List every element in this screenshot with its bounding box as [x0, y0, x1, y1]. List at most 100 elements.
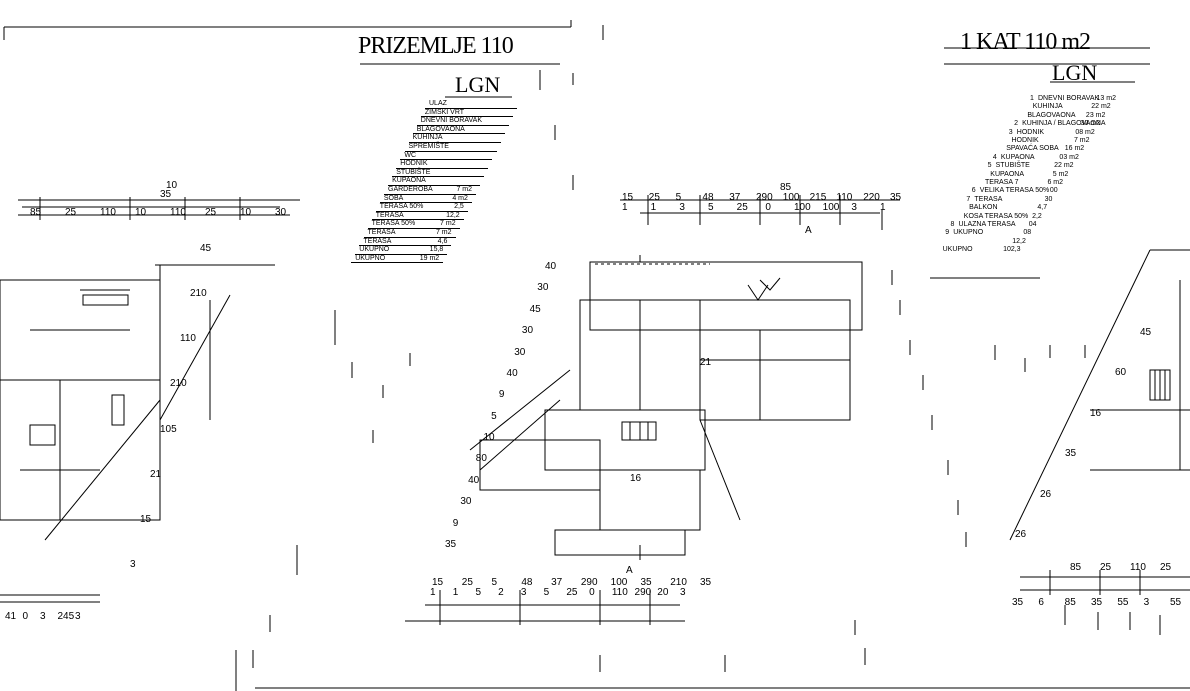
dimension-label: 40 — [506, 367, 518, 379]
dimension-label: 9 — [452, 517, 459, 529]
dimension-label: 55 — [1117, 597, 1129, 608]
dimension-label: 15 — [432, 577, 444, 588]
dimension-label: 16 — [630, 473, 642, 484]
section-mark: A — [805, 225, 812, 236]
room-table-right-row: BLAGOVAONA 23 m2 — [1019, 112, 1105, 119]
dimension-label: 1 — [622, 202, 628, 213]
room-name: TERASA 50% — [379, 203, 424, 211]
room-name: UKUPNO — [355, 254, 386, 262]
dimension-label: 3 — [680, 587, 686, 598]
room-area: 23 m2 — [1085, 111, 1106, 119]
room-name: STUBIŠTE — [995, 162, 1030, 170]
room-name: HODNIK — [1016, 128, 1045, 136]
room-name: UKUPNO — [953, 229, 984, 237]
room-name: ULAZNA TERASA — [958, 221, 1016, 228]
dimension-label: 3 — [130, 559, 136, 570]
room-table-center-row: WC — [400, 152, 493, 161]
room-area: 30 — [1044, 195, 1053, 203]
room-area: 4,6 — [437, 237, 448, 245]
room-name: TERASA — [375, 211, 404, 219]
room-area: 03 m2 — [1059, 153, 1079, 161]
room-name: SOBA — [383, 194, 404, 202]
dimension-label: 30 — [514, 346, 526, 358]
dimension-label: 1 — [430, 587, 436, 598]
dimension-label: 25 — [1100, 562, 1112, 573]
room-name: ULAZ — [429, 100, 447, 107]
room-number: 5 — [987, 162, 992, 170]
dimension-label: 37 — [729, 192, 741, 203]
dimension-label: 100 — [610, 577, 628, 588]
dimension-label: 290 — [580, 577, 598, 588]
room-name: TERASA — [974, 195, 1003, 203]
room-area: 7 m2 — [435, 229, 452, 236]
dimension-label: 20 — [657, 587, 669, 598]
dimension-label: 48 — [521, 577, 533, 588]
room-table-center-row: TERASA 7 m2 — [363, 229, 456, 238]
right-plan-title: 1 KAT 110 m2 — [960, 29, 1091, 55]
room-name: BLAGOVAONA — [1027, 111, 1076, 119]
room-name: STUBIŠTE — [396, 168, 431, 176]
dimension-label: 1 — [880, 202, 886, 213]
room-name: KUPAONA — [990, 170, 1025, 178]
dimension-label: 290 — [756, 192, 773, 203]
dimension-label: 25 — [205, 207, 217, 218]
dimension-label: 26 — [1040, 488, 1052, 500]
room-area: 102,3 — [1003, 246, 1021, 254]
room-table-center-row: TERASA 50%7 m2 — [367, 220, 460, 229]
room-name: GARDEROBA — [388, 186, 433, 193]
room-table-right-row: BALKON 4,7 — [961, 204, 1047, 211]
room-name: UKUPNO — [359, 246, 390, 254]
room-name: TERASA — [367, 229, 396, 236]
dimension-label: 40 — [468, 474, 480, 486]
room-name: KUHINJA — [412, 134, 443, 142]
dimension-label: 110 — [1130, 562, 1146, 573]
room-area: 12,2 — [1012, 237, 1026, 245]
dimension-label: 10 — [135, 207, 147, 218]
room-area: 08 m2 — [1075, 128, 1095, 136]
room-name: KOSA TERASA 50% — [963, 212, 1029, 220]
room-name: TERASA 7 — [985, 179, 1019, 186]
room-area: 15,8 — [429, 246, 444, 254]
dimension-label: 110 — [170, 207, 186, 218]
room-name: VELIKA TERASA 50% — [979, 187, 1050, 195]
dimension-label: 85 — [1064, 597, 1076, 608]
room-table-center-row: BLAGOVAONA — [412, 126, 505, 135]
room-number: 7 — [966, 195, 971, 203]
room-table-center-row: ULAZ — [425, 100, 517, 109]
dimension-label: 35 — [445, 539, 457, 550]
dimension-label: 30 — [275, 207, 287, 218]
dimension-label: 85 — [1070, 562, 1082, 573]
room-table-center-row: TERASA 4,6 — [359, 237, 452, 247]
room-number: 6 — [971, 187, 976, 195]
room-table-right-row: 12,2 — [940, 238, 1026, 245]
dimension-label: 105 — [160, 423, 177, 435]
dimension-label: 110 — [100, 207, 116, 218]
room-name: KUHINJA — [1032, 103, 1063, 111]
dimension-label: 5 — [491, 577, 498, 588]
dimension-label: 5 — [708, 202, 714, 213]
dimension-label: 5 — [543, 587, 550, 598]
room-table-center-row: KUPAONA — [388, 177, 481, 186]
room-area: 00 — [1049, 187, 1058, 195]
room-area: 13 m2 — [1096, 95, 1116, 102]
dimension-label: 10 — [240, 207, 252, 218]
dimension-label: 85 — [780, 182, 792, 193]
room-name: TERASA — [363, 237, 392, 245]
dimension-label: 25 — [1160, 562, 1172, 573]
room-area: 4,7 — [1037, 204, 1048, 212]
room-area: 5 m2 — [1052, 170, 1069, 178]
room-name: BALKON — [969, 204, 998, 212]
dimension-label: 5 — [491, 410, 497, 422]
dimension-label: 0 — [22, 611, 29, 622]
room-number: 1 — [1030, 95, 1034, 102]
